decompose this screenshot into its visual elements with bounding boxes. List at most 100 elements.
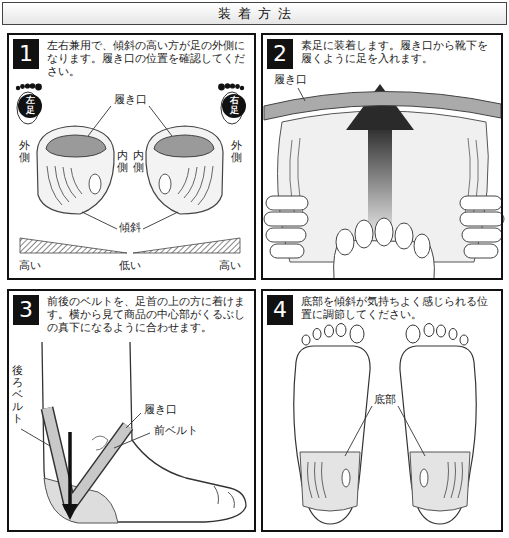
foot-sole (342, 469, 350, 487)
hand (270, 244, 304, 258)
insole-cup (46, 135, 106, 157)
foot-icon (35, 84, 42, 91)
insole-top-view (264, 91, 501, 120)
foot-sole (336, 324, 346, 337)
belt (47, 408, 128, 506)
part-label: 高い (218, 260, 242, 272)
insole-top-view (346, 84, 414, 130)
step-number: 4 (267, 295, 293, 325)
instruction-text: 左右兼用で、傾斜の高い方が足の外側になります。履き口の位置を確認してください。 (47, 39, 248, 78)
leader-line (298, 88, 305, 101)
hand (460, 196, 504, 258)
hand (264, 212, 308, 226)
insole-top-view (278, 111, 489, 262)
insole-cup (37, 126, 223, 214)
part-label: 外側 (19, 139, 30, 165)
foot-sole (308, 462, 313, 498)
part-label: 内側 (117, 149, 128, 175)
foot-sole (294, 324, 477, 525)
part-label: 底部 (373, 394, 397, 406)
leader-line (21, 429, 50, 446)
leader-line (345, 406, 372, 456)
part-label: 傾斜 (118, 222, 142, 234)
down-arrow (62, 504, 78, 520)
toes (375, 218, 393, 246)
step-number: 3 (13, 295, 39, 325)
leader-line (143, 212, 178, 229)
leg-side-view (42, 342, 246, 523)
foot-sole (315, 462, 320, 498)
part-label: 高い (18, 260, 42, 272)
down-arrow (62, 432, 78, 520)
part-label: 内側 (133, 149, 144, 175)
slope-wedge (133, 238, 240, 253)
leader-line (149, 106, 172, 136)
leader-line (21, 413, 150, 448)
leg-side-view (42, 342, 246, 522)
insole-cup (37, 126, 114, 214)
step-panel: 素足に装着します。履き口から靴下を履くように足を入れます。 2 (261, 33, 503, 280)
foot-icon (16, 83, 42, 124)
foot-side-text: 左足 (26, 96, 35, 116)
foot-icon (20, 84, 25, 89)
insole-cup (146, 126, 223, 214)
foot-sole (400, 324, 476, 525)
foot-side-badge: 右足 (222, 94, 246, 118)
foot-icon (25, 83, 30, 88)
foot-sole (294, 324, 370, 525)
belt (47, 408, 128, 506)
step-panel: 左右兼用で、傾斜の高い方が足の外側になります。履き口の位置を確認してください。 1… (7, 33, 256, 280)
foot-sole (302, 335, 310, 345)
foot-icon (16, 86, 20, 90)
leader-line (114, 433, 150, 448)
foot-sole (350, 325, 364, 343)
step-panel: 底部を傾斜が気持ちよく感じられる位置に調節してください。 4 (261, 289, 503, 532)
part-label: 前ベルト (153, 425, 199, 437)
hand (266, 196, 308, 210)
leader-line (82, 212, 117, 229)
step-panel: 前後のベルトを、足首の上の方に着けます。横から見て商品の中心部がくるぶしの真下に… (7, 289, 256, 532)
foot-sole (294, 346, 370, 524)
foot-side-badge: 左足 (18, 94, 42, 118)
leader-line (298, 88, 305, 101)
insole-cup (47, 166, 62, 205)
toes (334, 218, 435, 278)
title-bar: 装着方法 (2, 2, 507, 25)
step-number: 2 (267, 39, 293, 69)
insole-cup (89, 174, 101, 194)
foot-sole (325, 325, 334, 337)
part-label: 後ろベルト (12, 364, 23, 426)
step-number: 1 (13, 39, 39, 69)
foot-sole (300, 452, 360, 511)
insole-cup (71, 168, 82, 194)
foot-sole (313, 329, 321, 340)
leader-line (126, 413, 141, 428)
part-label: 低い (118, 260, 142, 272)
part-label: 履き口 (113, 94, 148, 106)
foot-sole (294, 324, 370, 525)
part-label: 外側 (231, 139, 242, 165)
insole-cup (37, 126, 114, 214)
leader-line (82, 106, 178, 229)
insole-cup (63, 167, 76, 198)
step-number-text: 3 (19, 299, 33, 321)
foot-side-text: 右足 (230, 96, 239, 116)
instruction-text: 素足に装着します。履き口から靴下を履くように足を入れます。 (301, 39, 495, 65)
slope-wedge (20, 238, 240, 253)
step-number-text: 2 (273, 43, 287, 65)
leader-line (88, 106, 111, 136)
leader-line (345, 406, 425, 456)
step-number-text: 4 (273, 299, 287, 321)
instruction-text: 底部を傾斜が気持ちよく感じられる位置に調節してください。 (301, 295, 495, 321)
leader-line (398, 406, 425, 456)
down-arrow (68, 432, 72, 506)
leg-side-view (214, 486, 219, 504)
slope-wedge (20, 238, 127, 253)
toes (414, 234, 430, 258)
belt (47, 408, 128, 506)
part-label: 履き口 (143, 404, 178, 416)
title: 装着方法 (218, 5, 299, 23)
hand (266, 228, 306, 242)
toes (355, 220, 373, 248)
